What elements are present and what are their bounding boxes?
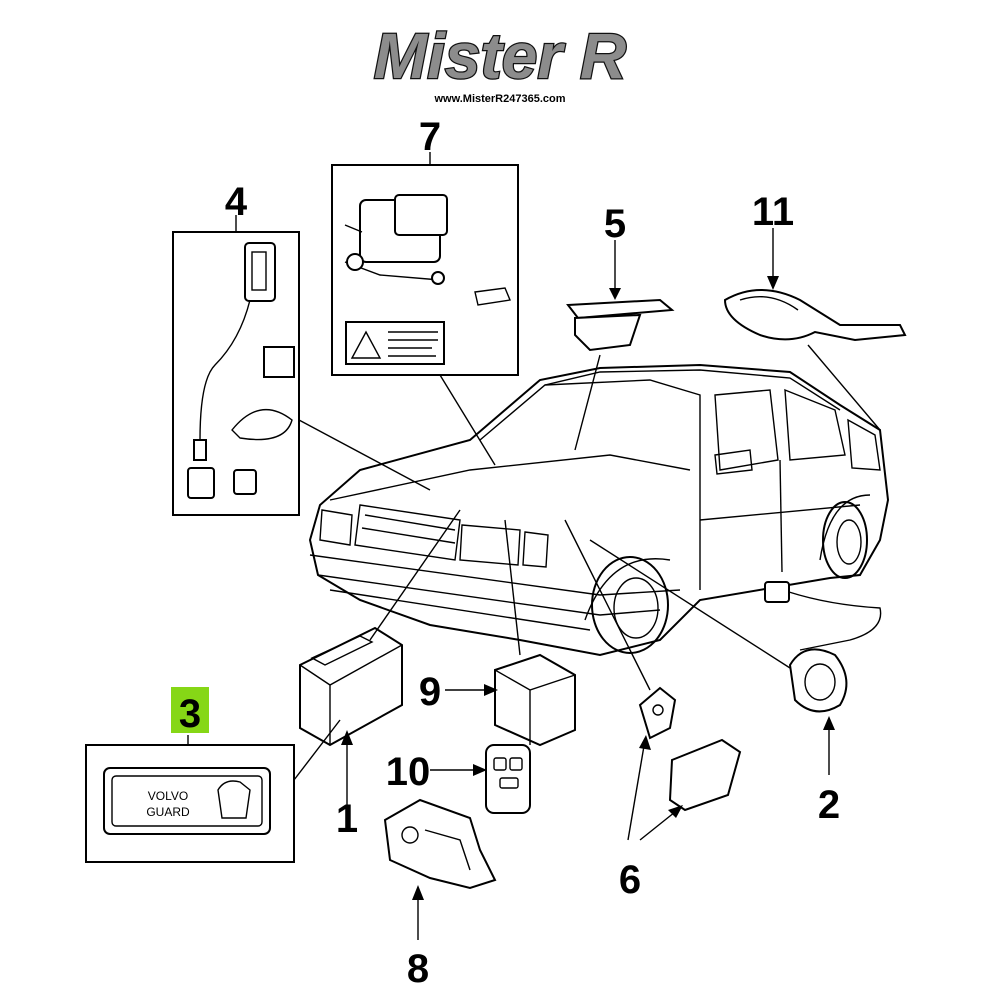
- callout-arrows: [187, 152, 835, 940]
- part-3-decal: VOLVO GUARD: [85, 744, 295, 863]
- callout-7: 7: [419, 115, 441, 159]
- callout-3-highlight: [171, 687, 209, 733]
- callout-11: 11: [752, 190, 794, 234]
- callout-3: 3: [179, 692, 201, 736]
- car-illustration: [308, 363, 890, 657]
- callout-1: 1: [336, 797, 358, 841]
- part-10-transmitter: [485, 744, 531, 814]
- leader-lines: [293, 344, 881, 781]
- callout-2: 2: [818, 783, 840, 827]
- decal-line2: GUARD: [146, 805, 190, 819]
- callout-6: 6: [619, 858, 641, 902]
- part-4-sensor-kit: [172, 231, 300, 516]
- part-2-sensor: [764, 581, 882, 713]
- callout-8: 8: [407, 947, 429, 991]
- part-11-antenna-bracket: [723, 289, 907, 342]
- part-5-sensor: [566, 298, 675, 352]
- brand-logo: Mister R www.MisterR247365.com: [373, 19, 628, 105]
- brand-name: Mister R: [374, 20, 627, 92]
- callout-labels: 4 7 5 11 3 1 9 10 8 6 2: [171, 115, 840, 991]
- callout-4: 4: [225, 180, 248, 224]
- part-8-lock-actuator: [383, 798, 497, 890]
- decal-line1: VOLVO: [148, 789, 188, 803]
- callout-5: 5: [604, 202, 626, 246]
- part-7-siren-module: [331, 164, 519, 376]
- callout-10: 10: [386, 750, 431, 794]
- brand-url: www.MisterR247365.com: [433, 93, 565, 105]
- part-1-control-module: [299, 626, 403, 747]
- callout-9: 9: [419, 670, 441, 714]
- part-6-key-fob: [638, 686, 742, 812]
- part-9-module: [494, 653, 576, 747]
